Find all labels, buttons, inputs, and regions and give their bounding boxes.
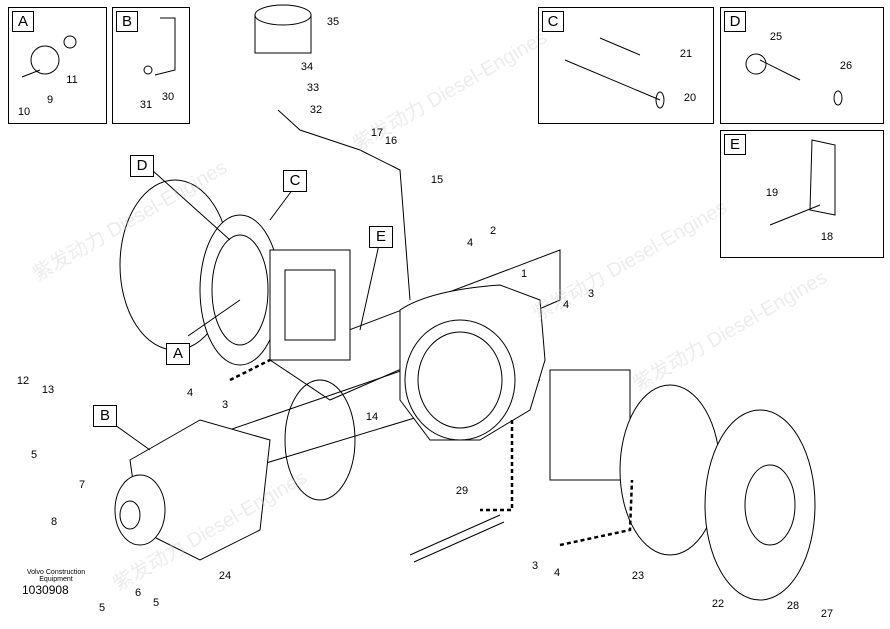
part-label: 4 [186, 387, 194, 399]
part-label: 32 [309, 104, 323, 116]
part-label: 14 [365, 411, 379, 423]
part-label: 26 [839, 60, 853, 72]
part-label: 22 [711, 598, 725, 610]
part-label: 3 [587, 288, 595, 300]
drawing-number: 1030908 [22, 583, 69, 597]
part-label: 5 [98, 602, 106, 614]
part-label: 33 [306, 82, 320, 94]
part-label: 16 [384, 135, 398, 147]
callout-a: A [166, 343, 190, 365]
detail-box-e: E [720, 130, 884, 258]
detail-label: E [724, 134, 746, 155]
part-label: 28 [786, 600, 800, 612]
part-label: 4 [553, 567, 561, 579]
part-label: 19 [765, 187, 779, 199]
part-label: 34 [300, 61, 314, 73]
detail-box-c: C [538, 7, 714, 124]
part-label: 4 [466, 237, 474, 249]
part-label: 23 [631, 570, 645, 582]
part-label: 5 [152, 597, 160, 609]
part-label: 6 [134, 587, 142, 599]
part-label: 17 [370, 127, 384, 139]
part-label: 11 [66, 74, 78, 86]
part-label: 4 [562, 299, 570, 311]
part-label: 30 [161, 91, 175, 103]
part-label: 31 [139, 99, 153, 111]
part-label: 21 [679, 48, 693, 60]
part-label: 35 [326, 16, 340, 28]
detail-label: B [116, 11, 138, 32]
part-label: 27 [820, 608, 834, 620]
part-label: 9 [46, 94, 54, 106]
detail-label: C [542, 11, 564, 32]
part-label: 2 [489, 225, 497, 237]
part-label: 7 [78, 479, 86, 491]
part-label: 10 [17, 106, 31, 118]
detail-label: A [12, 11, 34, 32]
part-label: 24 [218, 570, 232, 582]
part-label: 5 [30, 449, 38, 461]
part-label: 15 [430, 174, 444, 186]
detail-box-a: A [8, 7, 107, 124]
part-label: 1 [520, 268, 528, 280]
part-label: 3 [531, 560, 539, 572]
detail-box-b: B [112, 7, 190, 124]
part-label: 8 [50, 516, 58, 528]
part-label: 13 [41, 384, 55, 396]
callout-b: B [93, 405, 117, 427]
part-label: 29 [455, 485, 469, 497]
detail-label: D [724, 11, 746, 32]
part-label: 3 [221, 399, 229, 411]
part-label: 12 [16, 375, 30, 387]
callout-c: C [283, 170, 307, 192]
callout-d: D [130, 155, 154, 177]
part-label: 20 [683, 92, 697, 104]
part-label: 25 [769, 31, 783, 43]
part-label: 18 [820, 231, 834, 243]
detail-box-d: D [720, 7, 884, 124]
callout-e: E [369, 226, 393, 248]
company-caption: Volvo Construction Equipment [26, 569, 86, 583]
